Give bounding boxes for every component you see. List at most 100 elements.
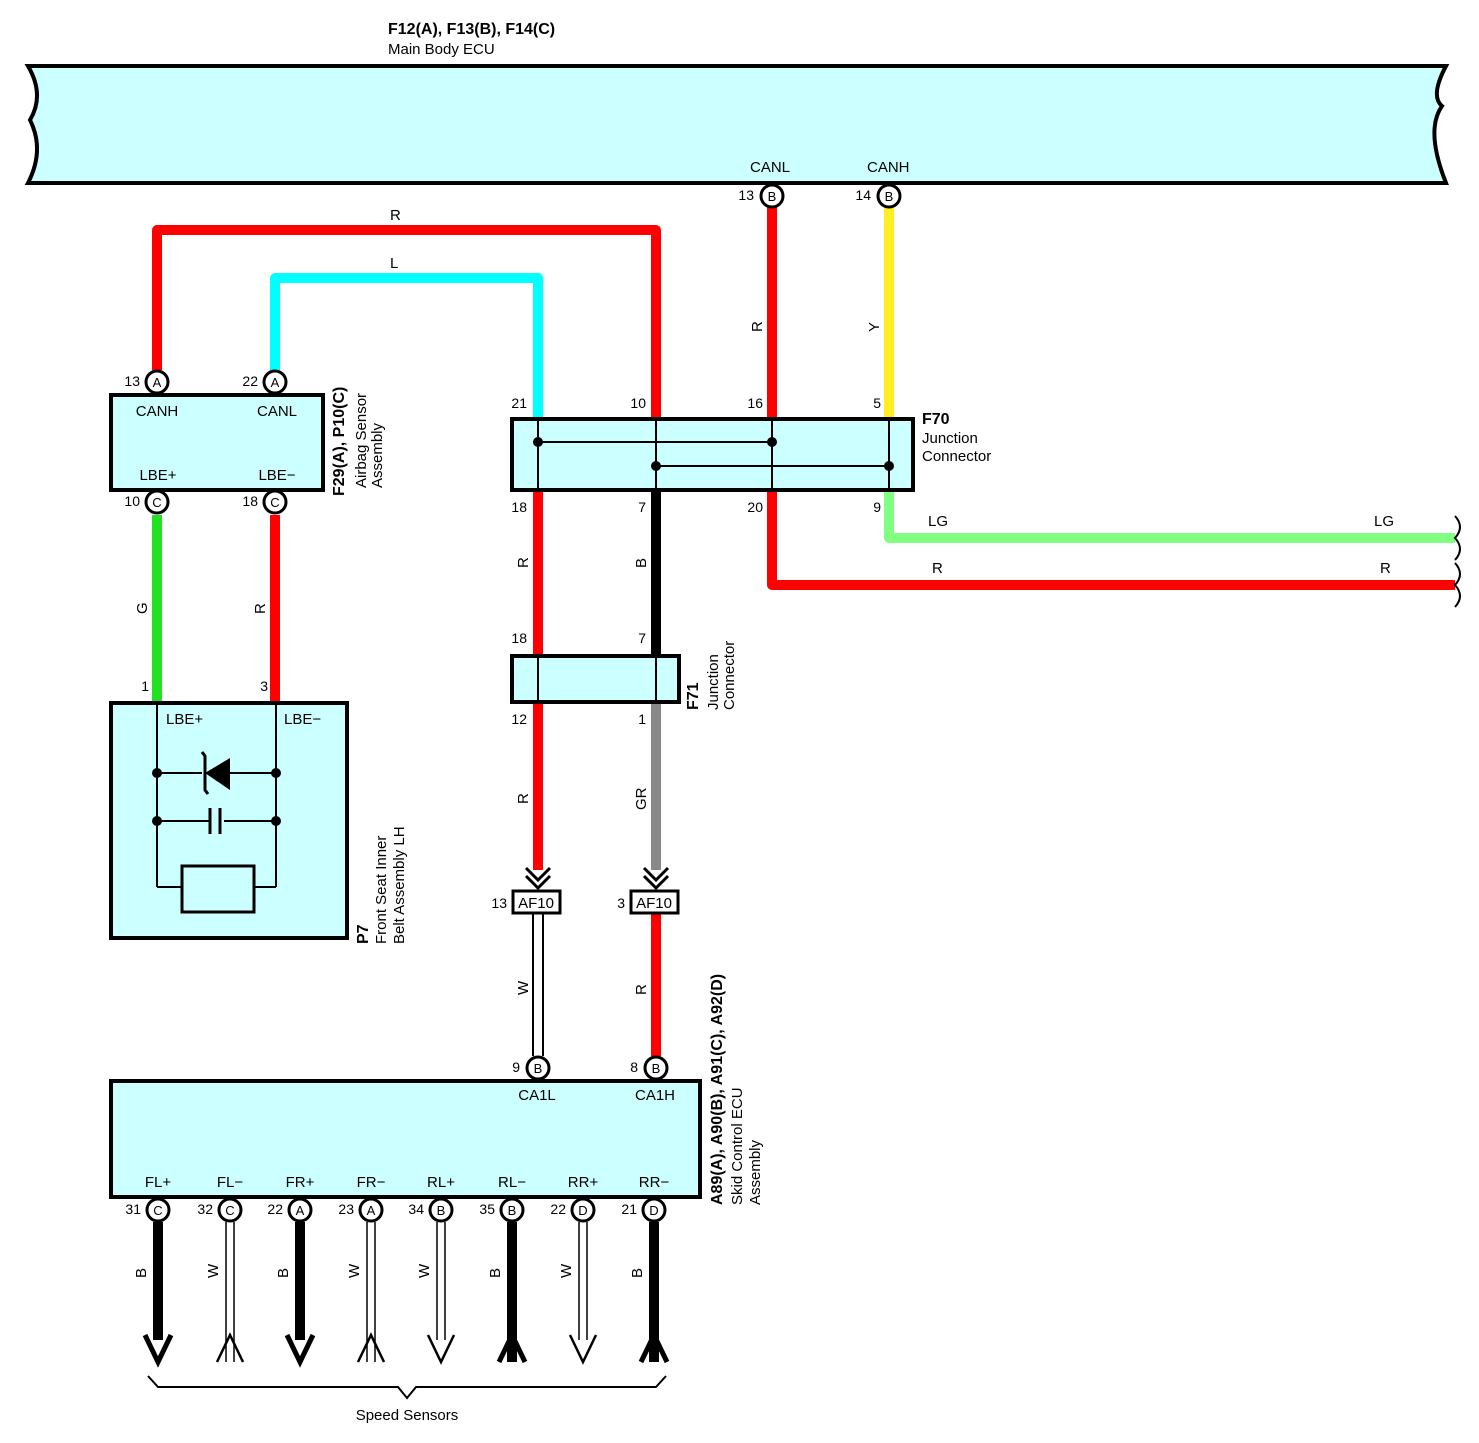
arrow-up-icon <box>496 1329 528 1364</box>
chevron-down-icon <box>524 866 552 891</box>
skid-pin-circle <box>428 1197 454 1223</box>
airbag-pin-10-conn: C <box>152 495 161 510</box>
af10-label-left: AF10 <box>518 895 554 912</box>
airbag-pin-18-num: 18 <box>242 493 258 509</box>
af10-label-right: AF10 <box>636 895 672 912</box>
f70-pin-21: 21 <box>511 395 527 411</box>
airbag-signal-canl: CANL <box>257 403 297 420</box>
wire-lg-right <box>884 492 1455 543</box>
skid-pin-num: 35 <box>479 1201 495 1217</box>
skid-control-ecu-assembly: B 9 B 8 CA1L CA1H A89(A), A90(B), A91(C)… <box>109 974 764 1368</box>
wire-label-top-blue: L <box>390 255 398 272</box>
skid-pin-signal: FL− <box>217 1174 244 1191</box>
main-ecu-pin-13-num: 13 <box>738 187 754 203</box>
af10-pin-13: 13 <box>491 895 507 911</box>
skid-pin-conn: C <box>225 1203 234 1218</box>
arrow-down-icon <box>568 1334 598 1365</box>
skid-pin-conn: B <box>437 1203 446 1218</box>
skid-pin-num: 34 <box>408 1201 424 1217</box>
arrow-down-icon <box>142 1333 174 1368</box>
wire-r-right <box>767 492 1455 590</box>
f70-pin-10: 10 <box>630 395 646 411</box>
skid-name-2: Assembly <box>747 1139 764 1205</box>
airbag-pin-10-num: 10 <box>124 493 140 509</box>
skid-pin-8-num: 8 <box>630 1059 638 1075</box>
skid-pin-conn: A <box>367 1203 376 1218</box>
main-ecu-pin-14-num: 14 <box>855 187 871 203</box>
airbag-sensor-assembly: A 13 A 22 C 10 C 18 CANH CANL LBE+ LBE− … <box>109 369 386 515</box>
wire-label-f71-1: GR <box>633 787 650 810</box>
wire-label-lg-left: LG <box>928 513 948 530</box>
skid-pin-circle <box>641 1197 667 1223</box>
f71-pin-18: 18 <box>511 630 527 646</box>
wire-label-canl: R <box>749 321 766 332</box>
f71-code: F71 <box>685 682 702 710</box>
f71-name-2: Connector <box>721 641 738 710</box>
af10-pin-3: 3 <box>617 895 625 911</box>
main-ecu-name: Main Body ECU <box>388 41 495 58</box>
f71-name-1: Junction <box>705 654 722 710</box>
skid-pin-circle <box>145 1197 171 1223</box>
airbag-pin-13-conn: A <box>153 375 162 390</box>
wires <box>152 206 1455 1056</box>
wire-label-g: G <box>134 602 151 614</box>
airbag-signal-canh: CANH <box>136 403 179 420</box>
wire-label-canh: Y <box>866 322 883 332</box>
airbag-pin-22-conn: A <box>271 375 280 390</box>
sensor-wire-color-label: W <box>558 1263 575 1278</box>
airbag-signal-lbe-plus: LBE+ <box>139 467 176 484</box>
main-ecu-pin-canl-signal: CANL <box>750 159 790 176</box>
arrow-down-icon <box>284 1333 316 1368</box>
p7-name-1: Front Seat Inner <box>373 836 390 944</box>
wire-label-f70-18: R <box>515 557 532 568</box>
f70-pin-16: 16 <box>747 395 763 411</box>
sensor-wire-color-label: W <box>205 1263 222 1278</box>
main-ecu-pin-14-conn: B <box>885 189 894 204</box>
airbag-name-2: Assembly <box>369 422 386 488</box>
skid-pin-signal: FR+ <box>286 1174 315 1191</box>
skid-pin-circle <box>358 1197 384 1223</box>
skid-pin-num: 21 <box>621 1201 637 1217</box>
p7-code: P7 <box>355 924 372 944</box>
skid-pin-9-num: 9 <box>512 1059 520 1075</box>
skid-pin-circle <box>287 1197 313 1223</box>
skid-pin-circle <box>499 1197 525 1223</box>
wire-label-f71-12: R <box>515 793 532 804</box>
arrow-up-icon <box>215 1332 245 1363</box>
wire-r-top-loop <box>152 225 661 418</box>
p7-internal-circuit <box>156 703 277 914</box>
wire-label-r-left: R <box>932 560 943 577</box>
skid-pin-num: 22 <box>267 1201 283 1217</box>
airbag-name-1: Airbag Sensor <box>353 393 370 488</box>
p7-name-2: Belt Assembly LH <box>391 826 408 944</box>
skid-code: A89(A), A90(B), A91(C), A92(D) <box>709 974 726 1205</box>
sensor-wire-color-label: B <box>487 1268 504 1278</box>
skid-pin-signal: FL+ <box>145 1174 172 1191</box>
skid-pin-conn: D <box>578 1203 587 1218</box>
skid-pin-num: 23 <box>338 1201 354 1217</box>
skid-signal-ca1l: CA1L <box>518 1087 556 1104</box>
main-body-ecu: F12(A), F13(B), F14(C) Main Body ECU CAN… <box>24 21 1450 185</box>
f71-pin-12: 12 <box>511 711 527 727</box>
wire-label-lbe-minus: R <box>252 603 269 614</box>
main-ecu-pin-canh-signal: CANH <box>867 159 910 176</box>
skid-name-1: Skid Control ECU <box>729 1087 746 1205</box>
p7-front-seat-belt-assembly: 1 3 LBE+ LBE− P7 Front Seat Inn <box>109 678 408 944</box>
wire-break-marks <box>1453 515 1461 608</box>
f70-pin-20: 20 <box>747 499 763 515</box>
sensor-wire-color-label: B <box>133 1268 150 1278</box>
wire-l-top-loop <box>270 273 543 418</box>
f71-junction-connector: 18 7 12 1 F71 Junction Connector <box>510 630 738 727</box>
f70-pin-9: 9 <box>873 499 881 515</box>
skid-pin-signal: RR+ <box>568 1174 599 1191</box>
skid-pin-signal: FR− <box>357 1174 386 1191</box>
sensor-wire-color-label: W <box>346 1263 363 1278</box>
sensor-wire-color-label: W <box>416 1263 433 1278</box>
wire-label-af10-13: W <box>515 980 532 995</box>
main-ecu-pins: B 13 B 14 <box>738 183 902 209</box>
wire-labels: R L R Y LG LG R R G R R B R GR W R <box>134 207 1394 995</box>
sensor-wire-color-label: B <box>629 1268 646 1278</box>
arrow-up-icon <box>638 1329 670 1364</box>
af10-connectors: AF10 AF10 13 3 <box>491 866 680 915</box>
